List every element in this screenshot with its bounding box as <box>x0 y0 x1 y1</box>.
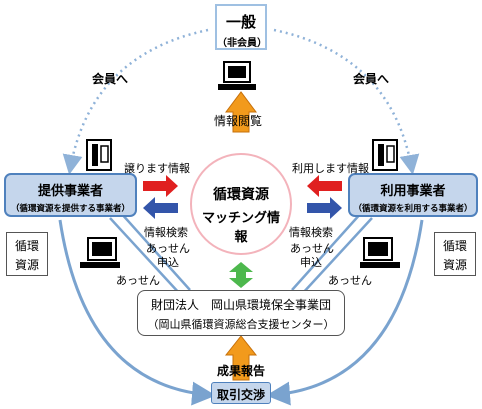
red-arrow-right <box>307 175 342 197</box>
computer-icon-top <box>218 61 256 90</box>
general-subtitle: （非会員） <box>217 38 267 49</box>
general-box: 一般 （非会員） <box>215 4 267 50</box>
center-line2: マッチング情報 <box>201 211 280 245</box>
use-info-label: 利用します情報 <box>292 162 369 175</box>
general-title: 一般 <box>225 13 256 31</box>
member-label-left: 会員へ <box>92 72 129 86</box>
blue-arrow-right <box>307 197 342 219</box>
provider-title: 提供事業者 <box>37 184 103 199</box>
search-label-left: 情報検索 <box>144 226 188 239</box>
provider-box: 提供事業者 （循環資源を提供する事業者） <box>4 173 137 217</box>
orange-arrow-bottom <box>224 335 258 381</box>
solid-arc-left <box>58 219 216 406</box>
right-inner-mediation: あっせん <box>290 242 334 255</box>
user-box: 利用事業者 （循環資源を利用する事業者） <box>348 173 478 217</box>
phone-icon-left <box>86 139 112 171</box>
left-inner-mediation: あっせん <box>146 242 190 255</box>
foundation-line1: 財団法人 岡山県環境保全事業団 <box>150 298 331 312</box>
resource-left-line1: 循環 <box>14 239 39 253</box>
resource-right-line2: 資源 <box>442 258 467 272</box>
deal-box: 取引交渉 <box>211 382 271 404</box>
search-label-right: 情報検索 <box>289 226 333 239</box>
user-title: 利用事業者 <box>380 184 446 199</box>
resource-left-line2: 資源 <box>14 258 39 272</box>
solid-arc-right <box>266 219 424 406</box>
left-apply: 申込 <box>157 256 179 269</box>
center-text: 循環資源 マッチング情報 <box>196 184 286 245</box>
center-line1: 循環資源 <box>213 187 269 203</box>
blue-arrow-left <box>143 197 178 219</box>
foundation-box: 財団法人 岡山県環境保全事業団 （岡山県循環資源総合支援センター） <box>137 290 345 336</box>
red-arrow-left <box>143 175 178 197</box>
deal-label: 取引交渉 <box>216 388 265 402</box>
diag-left-1 <box>109 217 181 295</box>
computer-icon-right <box>360 237 400 268</box>
resource-right-line1: 循環 <box>442 239 467 253</box>
diag-right-2 <box>291 211 363 291</box>
computer-icon-left <box>80 237 120 268</box>
member-label-right: 会員へ <box>353 72 390 86</box>
diag-left-2 <box>119 211 191 291</box>
info-view-label: 情報閲覧 <box>214 114 263 128</box>
result-report-label: 成果報告 <box>217 364 266 378</box>
provider-subtitle: （循環資源を提供する事業者） <box>10 204 130 214</box>
resource-box-left: 循環 資源 <box>6 232 48 276</box>
diag-right-1 <box>301 217 373 295</box>
orange-arrow-top <box>225 91 257 133</box>
resource-box-right: 循環 資源 <box>434 232 476 276</box>
green-double-arrow <box>229 262 253 288</box>
phone-icon-right <box>372 139 398 171</box>
user-subtitle: （循環資源を利用する事業者） <box>353 204 473 214</box>
right-outer-mediation: あっせん <box>328 274 372 287</box>
right-apply: 申込 <box>300 256 322 269</box>
give-info-label: 譲ります情報 <box>124 162 190 175</box>
left-outer-mediation: あっせん <box>116 274 160 287</box>
center-circle <box>190 153 292 255</box>
foundation-line2: （岡山県循環資源総合支援センター） <box>147 318 335 331</box>
